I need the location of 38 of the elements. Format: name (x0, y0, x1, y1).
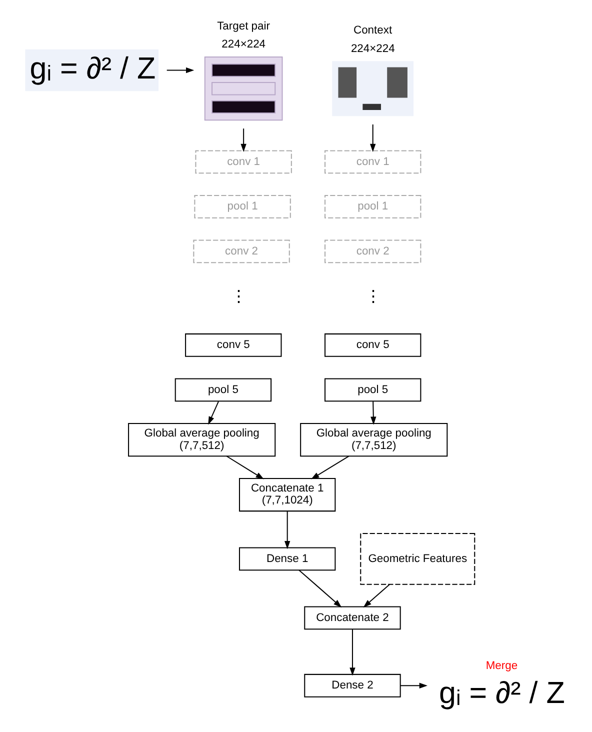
arrow (310, 456, 349, 480)
node-label: Merge (485, 660, 518, 672)
node-box: Dense 1 (238, 547, 336, 571)
node-box: Global average pooling (7,7,512) (300, 423, 448, 457)
node-box: pool 5 (324, 378, 421, 402)
node-box: Geometric Features (360, 532, 475, 585)
arrow (400, 682, 427, 688)
node-box: conv 1 (324, 150, 421, 174)
node-box: Dense 2 (304, 674, 400, 698)
node-label: 224×224 (350, 42, 394, 55)
picture (332, 61, 414, 116)
node-box: pool 1 (324, 194, 421, 218)
arrow (349, 629, 355, 676)
arrow (298, 570, 342, 608)
arrow (370, 402, 376, 425)
label: ⋮ (364, 288, 380, 306)
node-box: conv 2 (192, 240, 290, 264)
node-box: conv 5 (184, 333, 282, 357)
label: ⋮ (230, 288, 246, 306)
node-text: gᵢ = ∂² / Z (438, 676, 564, 710)
node-box: Concatenate 2 (304, 606, 400, 630)
arrow (370, 124, 376, 152)
arrow (208, 401, 218, 425)
node-box: Global average pooling (7,7,512) (128, 423, 276, 457)
arrow (362, 584, 390, 608)
node-label: Target pair (216, 20, 270, 32)
node-label: 224×224 (221, 38, 266, 51)
node-box: pool 5 (174, 378, 272, 402)
arrow (240, 128, 246, 152)
node-box: conv 5 (324, 333, 421, 357)
node-label: Context (353, 24, 392, 36)
arrow (226, 456, 264, 480)
node-box: conv 2 (324, 240, 421, 264)
node-box: Concatenate 1 (7,7,1024) (238, 478, 336, 512)
node-box: pool 1 (194, 194, 290, 218)
node-box: conv 1 (194, 150, 292, 174)
arrow (284, 511, 290, 550)
arrow (166, 67, 194, 74)
